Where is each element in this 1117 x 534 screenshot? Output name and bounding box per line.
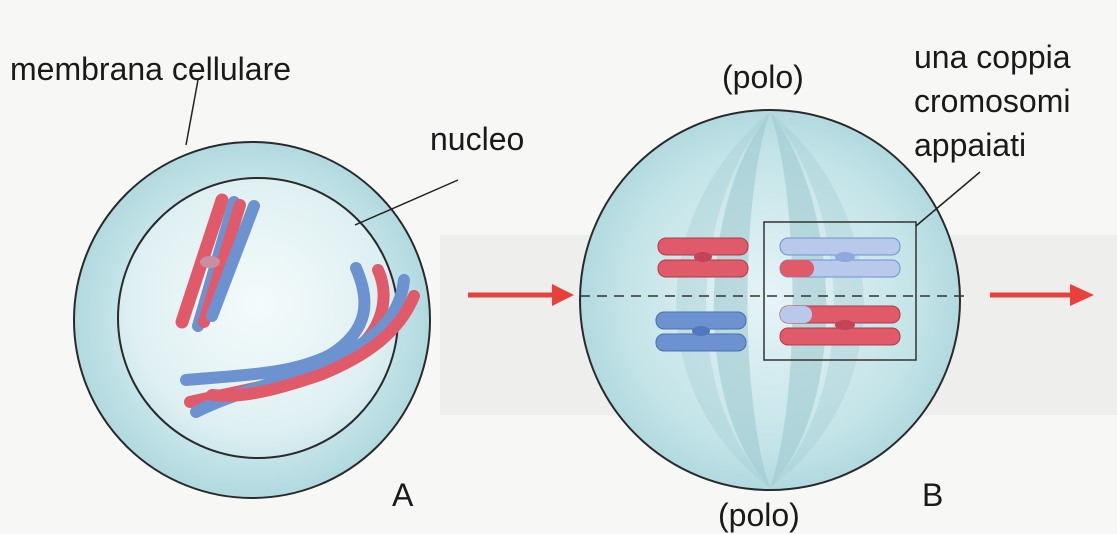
label-pole-bottom: (polo) — [718, 497, 800, 533]
label-pole-top: (polo) — [722, 59, 804, 95]
label-pair-line2: cromosomi — [914, 83, 1070, 119]
label-pair-line3: appaiati — [914, 127, 1026, 163]
cell-b — [580, 110, 980, 490]
label-panel-b: B — [922, 477, 943, 513]
label-pair-line1: una coppia — [914, 39, 1071, 75]
label-panel-a: A — [392, 477, 414, 513]
leader-membrane — [186, 80, 198, 145]
label-cell-membrane: membrana cellulare — [10, 51, 291, 87]
cell-membrane-b — [580, 110, 960, 490]
label-nucleus: nucleo — [430, 121, 524, 157]
cell-a — [74, 80, 458, 498]
